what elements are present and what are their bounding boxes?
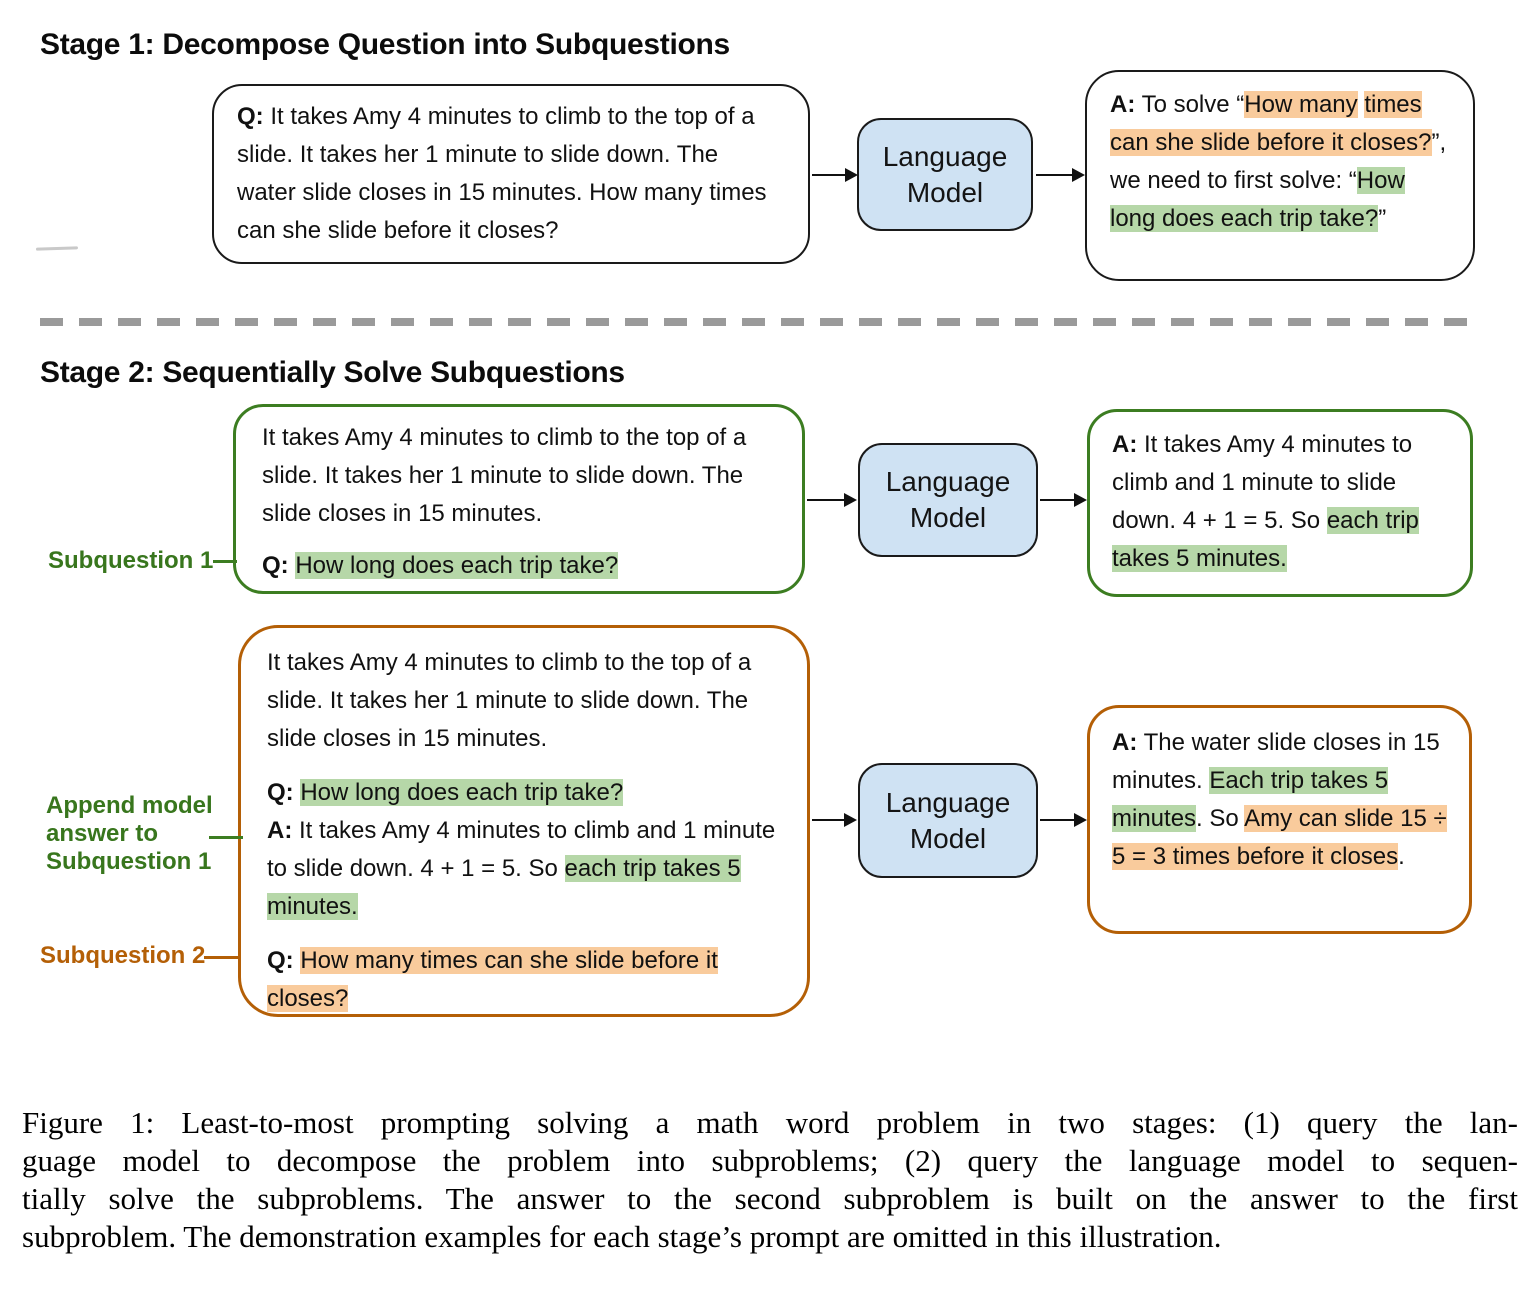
language-model-box-2: Language Model	[858, 443, 1038, 557]
stray-mark	[35, 246, 79, 251]
stage2-subquestion1-box: It takes Amy 4 minutes to climb to the t…	[233, 404, 805, 594]
stage2-answer2-text: A: The water slide closes in 15 minutes.…	[1112, 729, 1447, 870]
language-model-label: Language Model	[885, 466, 1011, 533]
subquestion1-connector-line	[213, 560, 237, 563]
arrow-lm1-to-answer	[1036, 168, 1085, 182]
subq1-context-text: It takes Amy 4 minutes to climb to the t…	[262, 424, 747, 527]
figure-caption: Figure 1: Least-to-most prompting solvin…	[22, 1104, 1518, 1256]
stage1-question-box: Q: It takes Amy 4 minutes to climb to th…	[212, 84, 810, 264]
stage2-answer2-box: A: The water slide closes in 15 minutes.…	[1087, 705, 1472, 934]
language-model-box-3: Language Model	[858, 763, 1038, 878]
stage-divider-dashed-line	[40, 318, 1477, 326]
stage1-heading: Stage 1: Decompose Question into Subques…	[40, 28, 730, 61]
language-model-label: Language Model	[882, 140, 1008, 208]
stage2-heading: Stage 2: Sequentially Solve Subquestions	[40, 356, 625, 389]
arrow-lm3-to-answer2	[1040, 813, 1087, 827]
language-model-label: Language Model	[885, 786, 1011, 854]
arrow-question-to-lm1	[812, 168, 858, 182]
subquestion2-connector-line	[204, 956, 240, 959]
stage2-answer1-box: A: It takes Amy 4 minutes to climb and 1…	[1087, 409, 1473, 597]
stage1-answer-text: A: To solve “How many times can she slid…	[1110, 91, 1447, 232]
caption-line: guage model to decompose the problem int…	[22, 1143, 1518, 1178]
combined-question2-text: Q: How many times can she slide before i…	[267, 947, 718, 1012]
caption-line: Figure 1: Least-to-most prompting solvin…	[22, 1105, 1518, 1140]
arrow-lm2-to-answer1	[1040, 493, 1087, 507]
subquestion2-label: Subquestion 2	[40, 942, 206, 969]
stage2-answer1-text: A: It takes Amy 4 minutes to climb and 1…	[1112, 431, 1419, 572]
caption-line: subproblem. The demonstration examples f…	[22, 1219, 1222, 1254]
stage1-question-text: Q: It takes Amy 4 minutes to climb to th…	[237, 103, 767, 244]
arrow-subq1-to-lm2	[807, 493, 857, 507]
stage1-answer-box: A: To solve “How many times can she slid…	[1085, 70, 1475, 281]
append-model-answer-label: Append model answer to Subquestion 1	[46, 792, 213, 875]
combined-question1-text: Q: How long does each trip take?	[267, 779, 624, 806]
append-answer-connector-line	[209, 836, 243, 839]
arrow-combined-to-lm3	[812, 813, 857, 827]
subquestion1-label: Subquestion 1	[48, 547, 214, 574]
stage2-combined-box: It takes Amy 4 minutes to climb to the t…	[238, 625, 810, 1017]
combined-answer1-text: A: It takes Amy 4 minutes to climb and 1…	[267, 817, 776, 920]
subq1-question-text: Q: How long does each trip take?	[262, 552, 619, 579]
combined-context-text: It takes Amy 4 minutes to climb to the t…	[267, 649, 752, 752]
language-model-box-1: Language Model	[857, 118, 1033, 231]
caption-line: tially solve the subproblems. The answer…	[22, 1181, 1518, 1216]
